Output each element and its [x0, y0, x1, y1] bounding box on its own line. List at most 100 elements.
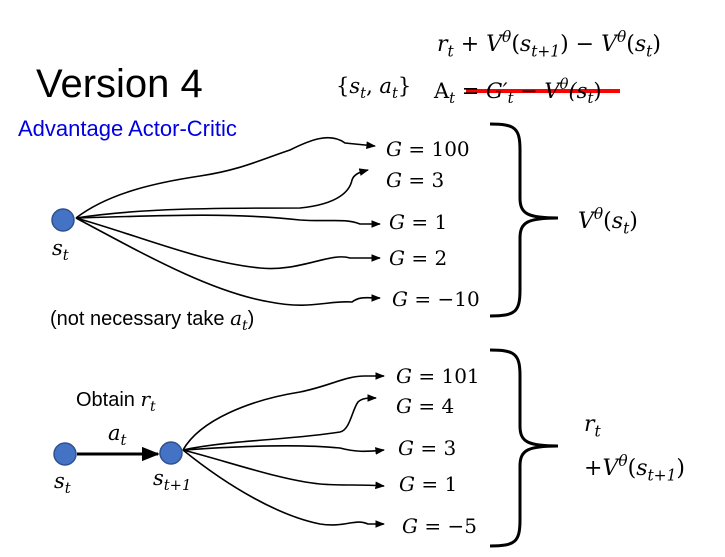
value-bottom-open: ( — [627, 456, 637, 482]
trajectory-bottom-4 — [182, 449, 385, 490]
obtain-r: r — [140, 387, 151, 411]
value-bottom-s: s — [636, 456, 648, 482]
value-bottom-r-sub: t — [594, 422, 601, 441]
value-top-open: ( — [603, 209, 612, 235]
formula-v2: V — [601, 32, 617, 58]
formula-plus: + — [453, 32, 487, 58]
value-bottom-s-sub: t+1 — [647, 466, 677, 485]
struck-paren-sub: t — [587, 89, 594, 107]
formula-s2-sub: t — [646, 42, 653, 61]
return-bottom-2-eq: = — [411, 394, 442, 418]
return-bottom-2-lhs: G — [396, 394, 412, 418]
return-bottom-5-lhs: G — [402, 514, 418, 538]
formula-open2: ( — [626, 32, 635, 58]
return-top-1-eq: = — [401, 137, 432, 161]
trajectory-top-3 — [75, 214, 381, 228]
return-bottom-3: G = 3 — [398, 436, 456, 460]
note-prefix: (not necessary take — [50, 308, 231, 330]
trajectory-bottom-5 — [182, 449, 385, 528]
trajectory-bottom-3 — [182, 445, 385, 455]
struck-paren: (s — [568, 78, 588, 103]
state-bl-s: s — [54, 469, 65, 493]
value-bottom-close: ) — [676, 456, 685, 482]
formula-open: ( — [511, 32, 520, 58]
struck-g-sub: t — [507, 89, 514, 107]
formula-close2: ) — [652, 32, 661, 58]
return-top-3-val: 1 — [434, 210, 448, 234]
struck-expression: G′t − Vθ(st) — [486, 76, 602, 107]
return-top-4-eq: = — [404, 246, 435, 270]
action-label: at — [108, 421, 126, 449]
struck-close: ) — [593, 78, 602, 103]
value-bottom-reward: rt — [584, 412, 601, 440]
return-bottom-2: G = 4 — [396, 394, 454, 418]
return-bottom-2-val: 4 — [441, 394, 455, 418]
state-top-s: s — [52, 236, 63, 260]
return-top-4-lhs: G — [389, 246, 405, 270]
obtain-r-sub: t — [150, 398, 156, 415]
return-bottom-4-eq: = — [414, 472, 445, 496]
trajectory-top-1 — [75, 136, 376, 219]
pair-a: a — [379, 74, 392, 98]
value-top-s: s — [611, 209, 624, 235]
return-top-5-lhs: G — [392, 287, 408, 311]
value-top-theta: θ — [593, 205, 604, 223]
struck-g: G′ — [486, 78, 508, 103]
return-top-3: G = 1 — [389, 210, 447, 234]
return-bottom-4-lhs: G — [399, 472, 415, 496]
formula-theta: θ — [502, 28, 512, 46]
return-top-5: G = −10 — [392, 287, 480, 311]
pair-open: { — [336, 74, 350, 98]
state-node-bottom-right — [159, 441, 183, 465]
value-top-close: ) — [629, 209, 638, 235]
formula-r: r — [437, 32, 448, 58]
advantage-eq: = — [455, 78, 487, 103]
return-top-3-lhs: G — [389, 210, 405, 234]
page-subtitle: Advantage Actor-Critic — [18, 116, 237, 141]
value-bottom-r: r — [584, 412, 595, 437]
trajectory-top-5 — [75, 217, 381, 306]
return-bottom-1: G = 101 — [396, 364, 480, 388]
advantage-formula: At = G′t − Vθ(st) — [434, 76, 602, 107]
obtain-reward: Obtain rt — [76, 387, 156, 415]
return-top-3-eq: = — [404, 210, 435, 234]
value-bottom-theta: θ — [618, 452, 628, 470]
return-top-4-val: 2 — [434, 246, 448, 270]
return-bottom-3-eq: = — [413, 436, 444, 460]
return-bottom-4-val: 1 — [444, 472, 458, 496]
state-label-bottom-right: st+1 — [153, 466, 191, 494]
formula-s: s — [519, 32, 532, 58]
state-br-sub: t+1 — [163, 477, 192, 495]
state-node-bottom-left — [53, 442, 77, 466]
advantage-a: A — [434, 78, 450, 103]
return-top-5-val: −10 — [437, 287, 480, 311]
return-top-1-val: 100 — [431, 137, 470, 161]
struck-v: − V — [513, 78, 560, 103]
formula-close: ) — [560, 32, 569, 58]
return-top-2-lhs: G — [386, 168, 402, 192]
brace-bottom — [489, 348, 559, 548]
value-top-v: V — [578, 209, 594, 235]
pair-s-sub: t — [360, 85, 367, 103]
return-top-5-eq: = — [407, 287, 438, 311]
value-bottom-plus: + — [584, 456, 603, 482]
formula-s-sub: t+1 — [531, 42, 561, 61]
formula-td: rt + Vθ(st+1) − Vθ(st) — [437, 28, 661, 61]
return-bottom-5: G = −5 — [402, 514, 477, 538]
state-top-sub: t — [62, 247, 69, 265]
return-top-4: G = 2 — [389, 246, 447, 270]
note-a-sub: t — [242, 317, 248, 334]
return-bottom-3-val: 3 — [443, 436, 457, 460]
return-top-1-lhs: G — [386, 137, 402, 161]
return-top-2: G = 3 — [386, 168, 444, 192]
return-bottom-4: G = 1 — [399, 472, 457, 496]
pair-comma: , — [366, 74, 380, 98]
state-action-pair: {st, at} — [336, 74, 411, 102]
struck-theta: θ — [559, 76, 569, 93]
return-bottom-1-val: 101 — [441, 364, 480, 388]
formula-r-sub: t — [447, 42, 454, 61]
bottom-trajectories — [182, 372, 385, 528]
return-bottom-1-lhs: G — [396, 364, 412, 388]
trajectory-top-4 — [75, 217, 381, 270]
